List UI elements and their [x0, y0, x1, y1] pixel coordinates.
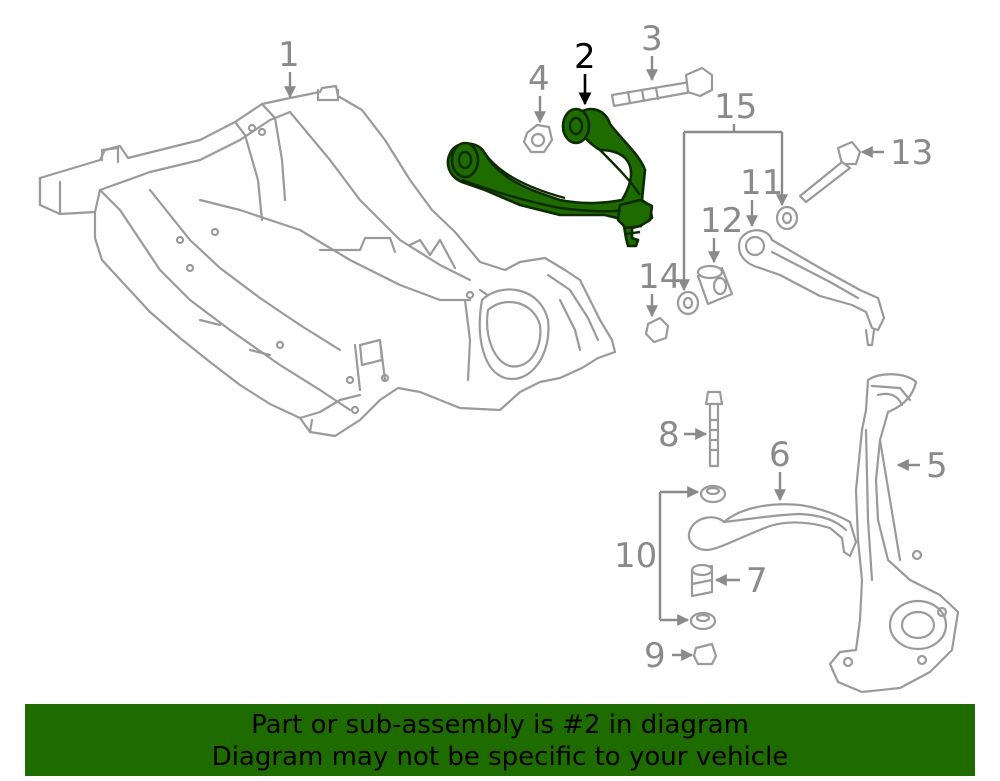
washer-10-upper-part[interactable] [699, 484, 727, 504]
nut-4-part[interactable] [522, 123, 554, 154]
callout-4: 4 [528, 59, 550, 99]
upper-control-arm-part[interactable] [446, 107, 654, 248]
bolt-13-part[interactable] [798, 140, 862, 204]
callout-15: 15 [714, 87, 757, 127]
callout-2: 2 [574, 37, 596, 77]
leader-lines [284, 56, 920, 661]
callout-5: 5 [926, 446, 948, 486]
callout-3: 3 [641, 19, 663, 59]
callout-1: 1 [278, 35, 300, 75]
callout-6: 6 [769, 435, 791, 475]
bushing-7-part[interactable] [690, 563, 714, 598]
bushing-12-part[interactable] [696, 264, 734, 306]
washer-15-right-part[interactable] [775, 205, 799, 231]
part-info-banner: Part or sub-assembly is #2 in diagram Di… [25, 704, 975, 776]
callout-14: 14 [638, 257, 681, 297]
callout-labels: 1 2 3 4 5 6 7 8 9 10 11 12 13 14 15 [278, 19, 948, 676]
washer-15-left-part[interactable] [676, 290, 700, 316]
steering-knuckle-part[interactable] [828, 373, 960, 694]
lateral-link-11-part[interactable] [737, 229, 886, 347]
callout-13: 13 [890, 133, 933, 173]
callout-7: 7 [746, 561, 768, 601]
nut-9-part[interactable] [692, 642, 718, 666]
callout-12: 12 [700, 201, 743, 241]
callout-10: 10 [614, 536, 657, 576]
parts-diagram: 1 2 3 4 5 6 7 8 9 10 11 12 13 14 15 [38, 19, 960, 694]
subframe-part[interactable] [38, 84, 617, 438]
nut-14-part[interactable] [644, 316, 670, 344]
callout-11: 11 [740, 163, 783, 203]
callout-8: 8 [658, 415, 680, 455]
washer-10-lower-part[interactable] [689, 611, 717, 631]
banner-line-1: Part or sub-assembly is #2 in diagram [251, 710, 749, 740]
callout-9: 9 [644, 636, 666, 676]
lower-arm-6-part[interactable] [687, 503, 858, 558]
bolt-3-part[interactable] [610, 66, 714, 108]
bolt-8-part[interactable] [704, 390, 724, 468]
banner-line-2: Diagram may not be specific to your vehi… [211, 742, 789, 772]
